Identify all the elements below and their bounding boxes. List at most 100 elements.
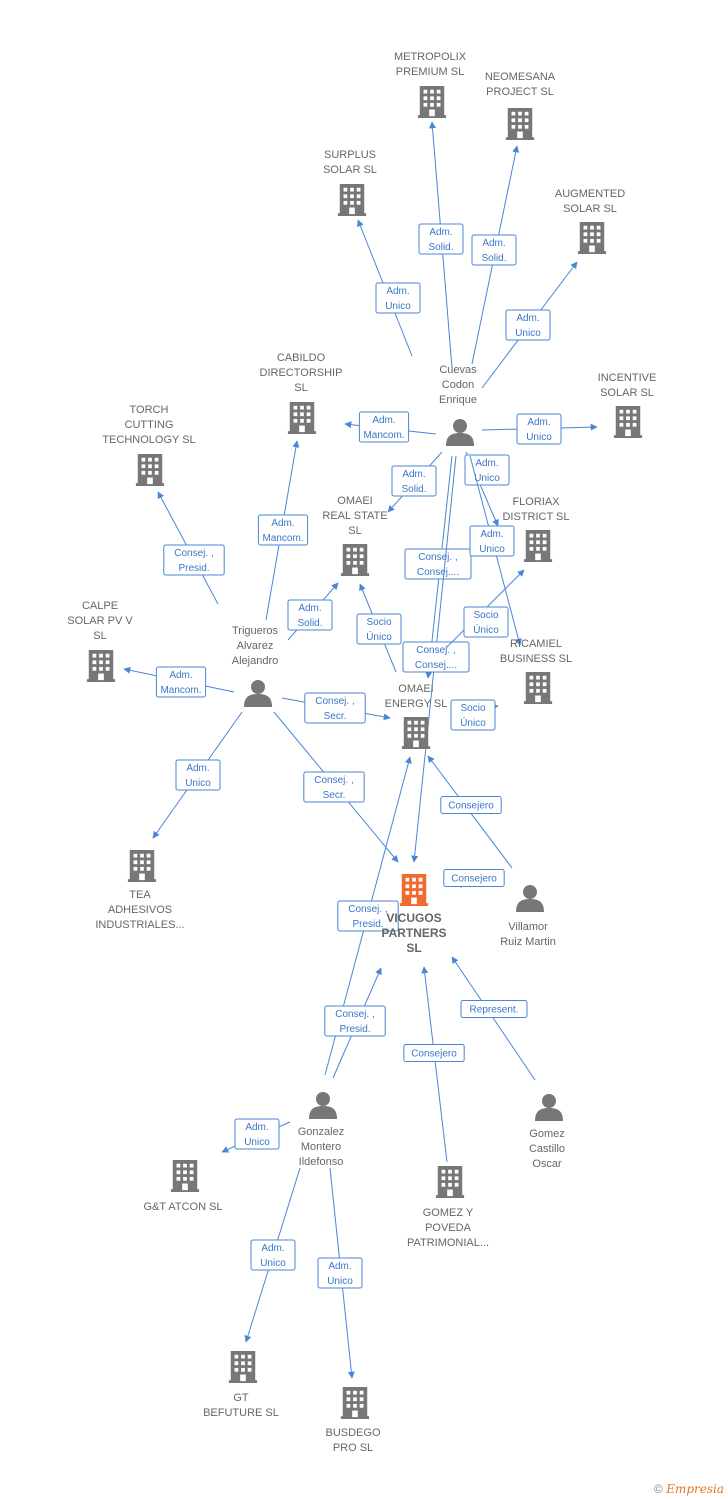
node-label: POVEDA xyxy=(425,1222,472,1234)
node-label: SL xyxy=(406,941,421,955)
edge-label-text: Consej. , xyxy=(418,552,457,563)
edge-label[interactable]: Adm. Unico xyxy=(375,282,421,314)
edge-label-text: Único xyxy=(473,623,499,636)
edge-label[interactable]: Consej. ,Presid. xyxy=(337,900,399,932)
edge-label[interactable]: Adm.Mancom. xyxy=(358,411,410,443)
edge-label[interactable]: Adm.Unico xyxy=(175,759,221,791)
edge-label[interactable]: Adm.Unico xyxy=(505,309,551,341)
node-label: Cuevas xyxy=(439,364,477,376)
edge-label-text: Unico xyxy=(185,778,211,789)
edge-label[interactable]: Consejero xyxy=(403,1044,465,1062)
node-label: REAL STATE xyxy=(322,510,387,522)
edge-label-box xyxy=(471,234,517,266)
edge-label[interactable]: Consejero xyxy=(440,796,502,814)
edge-label[interactable]: Consej. ,Consej.... xyxy=(404,548,472,580)
edge-label[interactable]: Adm.Solid. xyxy=(471,234,517,266)
node-tea[interactable]: TEAADHESIVOSINDUSTRIALES... xyxy=(95,850,185,931)
edge-label[interactable]: Consej. ,Consej.... xyxy=(402,641,470,673)
edge-line xyxy=(451,956,536,1081)
edge-label[interactable]: Adm.Unico xyxy=(464,454,510,486)
node-gatcon[interactable]: G&T ATCON SL xyxy=(143,1160,223,1213)
edge-label-box xyxy=(303,771,365,803)
node-label: PREMIUM SL xyxy=(396,66,464,78)
edge-label[interactable]: Consejero xyxy=(443,869,505,887)
building-icon xyxy=(577,222,607,254)
node-label: Ildefonso xyxy=(299,1156,344,1168)
node-label: PROJECT SL xyxy=(486,86,554,98)
edge-label-text: Unico xyxy=(526,432,552,443)
building-icon xyxy=(417,86,447,118)
node-gomez_poveda[interactable]: GOMEZ YPOVEDAPATRIMONIAL... xyxy=(407,1166,489,1249)
edge-label-box xyxy=(516,413,562,445)
edge-label[interactable]: Consej. ,Presid. xyxy=(163,544,225,576)
edge-label[interactable]: Represent. xyxy=(460,1000,528,1018)
building-icon xyxy=(340,544,370,576)
node-label: Alejandro xyxy=(232,655,278,667)
node-label: Gonzalez xyxy=(298,1126,344,1138)
brand-logo[interactable]: Empresia xyxy=(666,1482,724,1496)
edge-label[interactable]: Adm.Unico xyxy=(250,1239,296,1271)
building-icon xyxy=(523,672,553,704)
edge-label[interactable]: Adm.Mancom. xyxy=(257,514,309,546)
edge-label[interactable]: Adm.Unico xyxy=(234,1118,280,1150)
edge-label[interactable]: Adm.Unico xyxy=(469,525,515,557)
edge-label-text: Consej. , xyxy=(348,904,387,915)
edge-label[interactable]: Adm.Mancom. xyxy=(155,666,207,698)
node-label: ADHESIVOS xyxy=(108,904,172,916)
node-label: SOLAR PV V xyxy=(67,615,133,627)
node-label: SOLAR SL xyxy=(323,164,377,176)
edge-label[interactable]: Adm.Solid. xyxy=(418,223,464,255)
building-icon xyxy=(135,454,165,486)
edge-label-box xyxy=(418,223,464,255)
building-icon xyxy=(337,184,367,216)
copyright-symbol: © xyxy=(654,1482,663,1496)
edge: Adm.Solid. xyxy=(418,121,464,369)
building-icon xyxy=(170,1160,200,1192)
edge-label[interactable]: Consej. ,Secr. xyxy=(303,771,365,803)
edge-label[interactable]: Adm.Unico xyxy=(317,1257,363,1289)
edge-label[interactable]: Consej. ,Presid. xyxy=(324,1005,386,1037)
edge: Adm.Unico xyxy=(481,261,578,389)
edge-label[interactable]: Consej. ,Secr. xyxy=(304,692,366,724)
node-label: Alvarez xyxy=(237,640,274,652)
node-label: Montero xyxy=(301,1141,341,1153)
edge-label[interactable]: Adm.Solid. xyxy=(391,465,437,497)
building-icon xyxy=(287,402,317,434)
node-label: GOMEZ Y xyxy=(423,1207,474,1219)
edge-label[interactable]: Adm.Solid. xyxy=(287,599,333,631)
edge-label-box xyxy=(304,692,366,724)
edge-label-text: Adm. xyxy=(475,458,498,469)
edge-label-text: Adm. xyxy=(386,286,409,297)
edge-label-text: Unico xyxy=(385,301,411,312)
edge: Adm.Mancom. xyxy=(257,440,309,621)
edge-label-text: Consejero xyxy=(411,1049,457,1060)
edge: Represent. xyxy=(451,956,536,1081)
edge-label[interactable]: Adm.Unico xyxy=(516,413,562,445)
